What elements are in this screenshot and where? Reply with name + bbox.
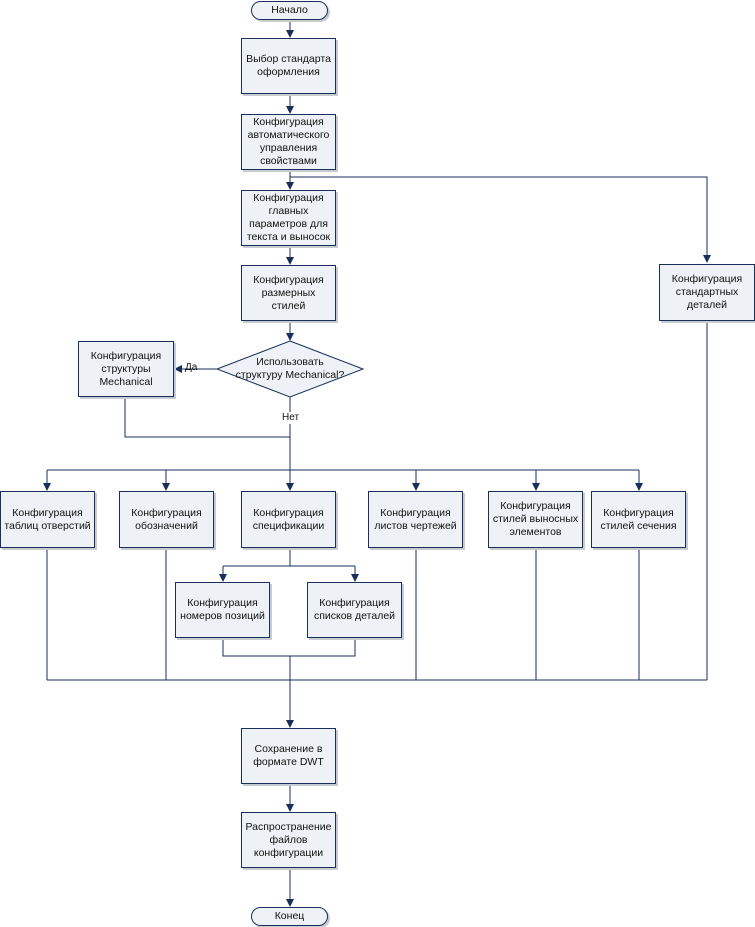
hole-tables-label: Конфигурация таблиц отверстий <box>4 506 91 532</box>
distribute-label: Распространение файлов конфигурации <box>245 820 332 859</box>
callouts-box: Конфигурация стилей выносных элементов <box>488 491 583 548</box>
parts-lists-box: Конфигурация списков деталей <box>307 582 402 638</box>
hole-tables-box: Конфигурация таблиц отверстий <box>0 491 95 548</box>
parts-lists-label: Конфигурация списков деталей <box>313 597 396 622</box>
mech-structure-box: Конфигурация структуры Mechanical <box>78 341 174 397</box>
item-numbers-label: Конфигурация номеров позиций <box>180 597 265 622</box>
symbols-box: Конфигурация обозначений <box>119 491 214 548</box>
no-label: Нет <box>281 412 301 424</box>
main-params-label: Конфигурация главных параметров для текс… <box>246 192 331 243</box>
main-params-box: Конфигурация главных параметров для текс… <box>241 190 336 246</box>
start-label: Начало <box>271 4 308 16</box>
decision-label: Использовать структуру Mechanical? <box>227 352 353 386</box>
std-parts-box: Конфигурация стандартных деталей <box>659 264 755 321</box>
select-standard-box: Выбор стандарта оформления <box>241 38 336 94</box>
symbols-label: Конфигурация обозначений <box>131 506 202 532</box>
specs-label: Конфигурация спецификации <box>252 506 325 532</box>
sections-label: Конфигурация стилей сечения <box>600 506 677 532</box>
sheets-box: Конфигурация листов чертежей <box>368 491 463 548</box>
specs-box: Конфигурация спецификации <box>241 491 336 548</box>
distribute-box: Распространение файлов конфигурации <box>241 812 336 868</box>
auto-props-box: Конфигурация автоматического управления … <box>241 114 336 170</box>
save-dwt-label: Сохранение в формате DWT <box>253 743 324 768</box>
std-parts-label: Конфигурация стандартных деталей <box>671 273 743 311</box>
sheets-label: Конфигурация листов чертежей <box>374 506 457 532</box>
select-standard-label: Выбор стандарта оформления <box>246 53 331 78</box>
callouts-label: Конфигурация стилей выносных элементов <box>492 500 579 538</box>
dim-styles-label: Конфигурация размерных стилей <box>253 273 324 312</box>
decision-text: Использовать структуру Mechanical? <box>235 356 345 381</box>
sections-box: Конфигурация стилей сечения <box>591 491 686 548</box>
mech-structure-label: Конфигурация структуры Mechanical <box>90 349 162 388</box>
end-terminal: Конец <box>251 907 328 926</box>
auto-props-label: Конфигурация автоматического управления … <box>247 116 330 167</box>
save-dwt-box: Сохранение в формате DWT <box>241 728 336 784</box>
item-numbers-box: Конфигурация номеров позиций <box>175 582 270 638</box>
yes-label: Да <box>185 362 198 373</box>
edge-mech-merge <box>124 397 290 438</box>
edge-auto-stdparts <box>290 176 711 263</box>
dim-styles-box: Конфигурация размерных стилей <box>241 265 336 321</box>
start-terminal: Начало <box>251 1 328 20</box>
end-label: Конец <box>274 910 305 922</box>
